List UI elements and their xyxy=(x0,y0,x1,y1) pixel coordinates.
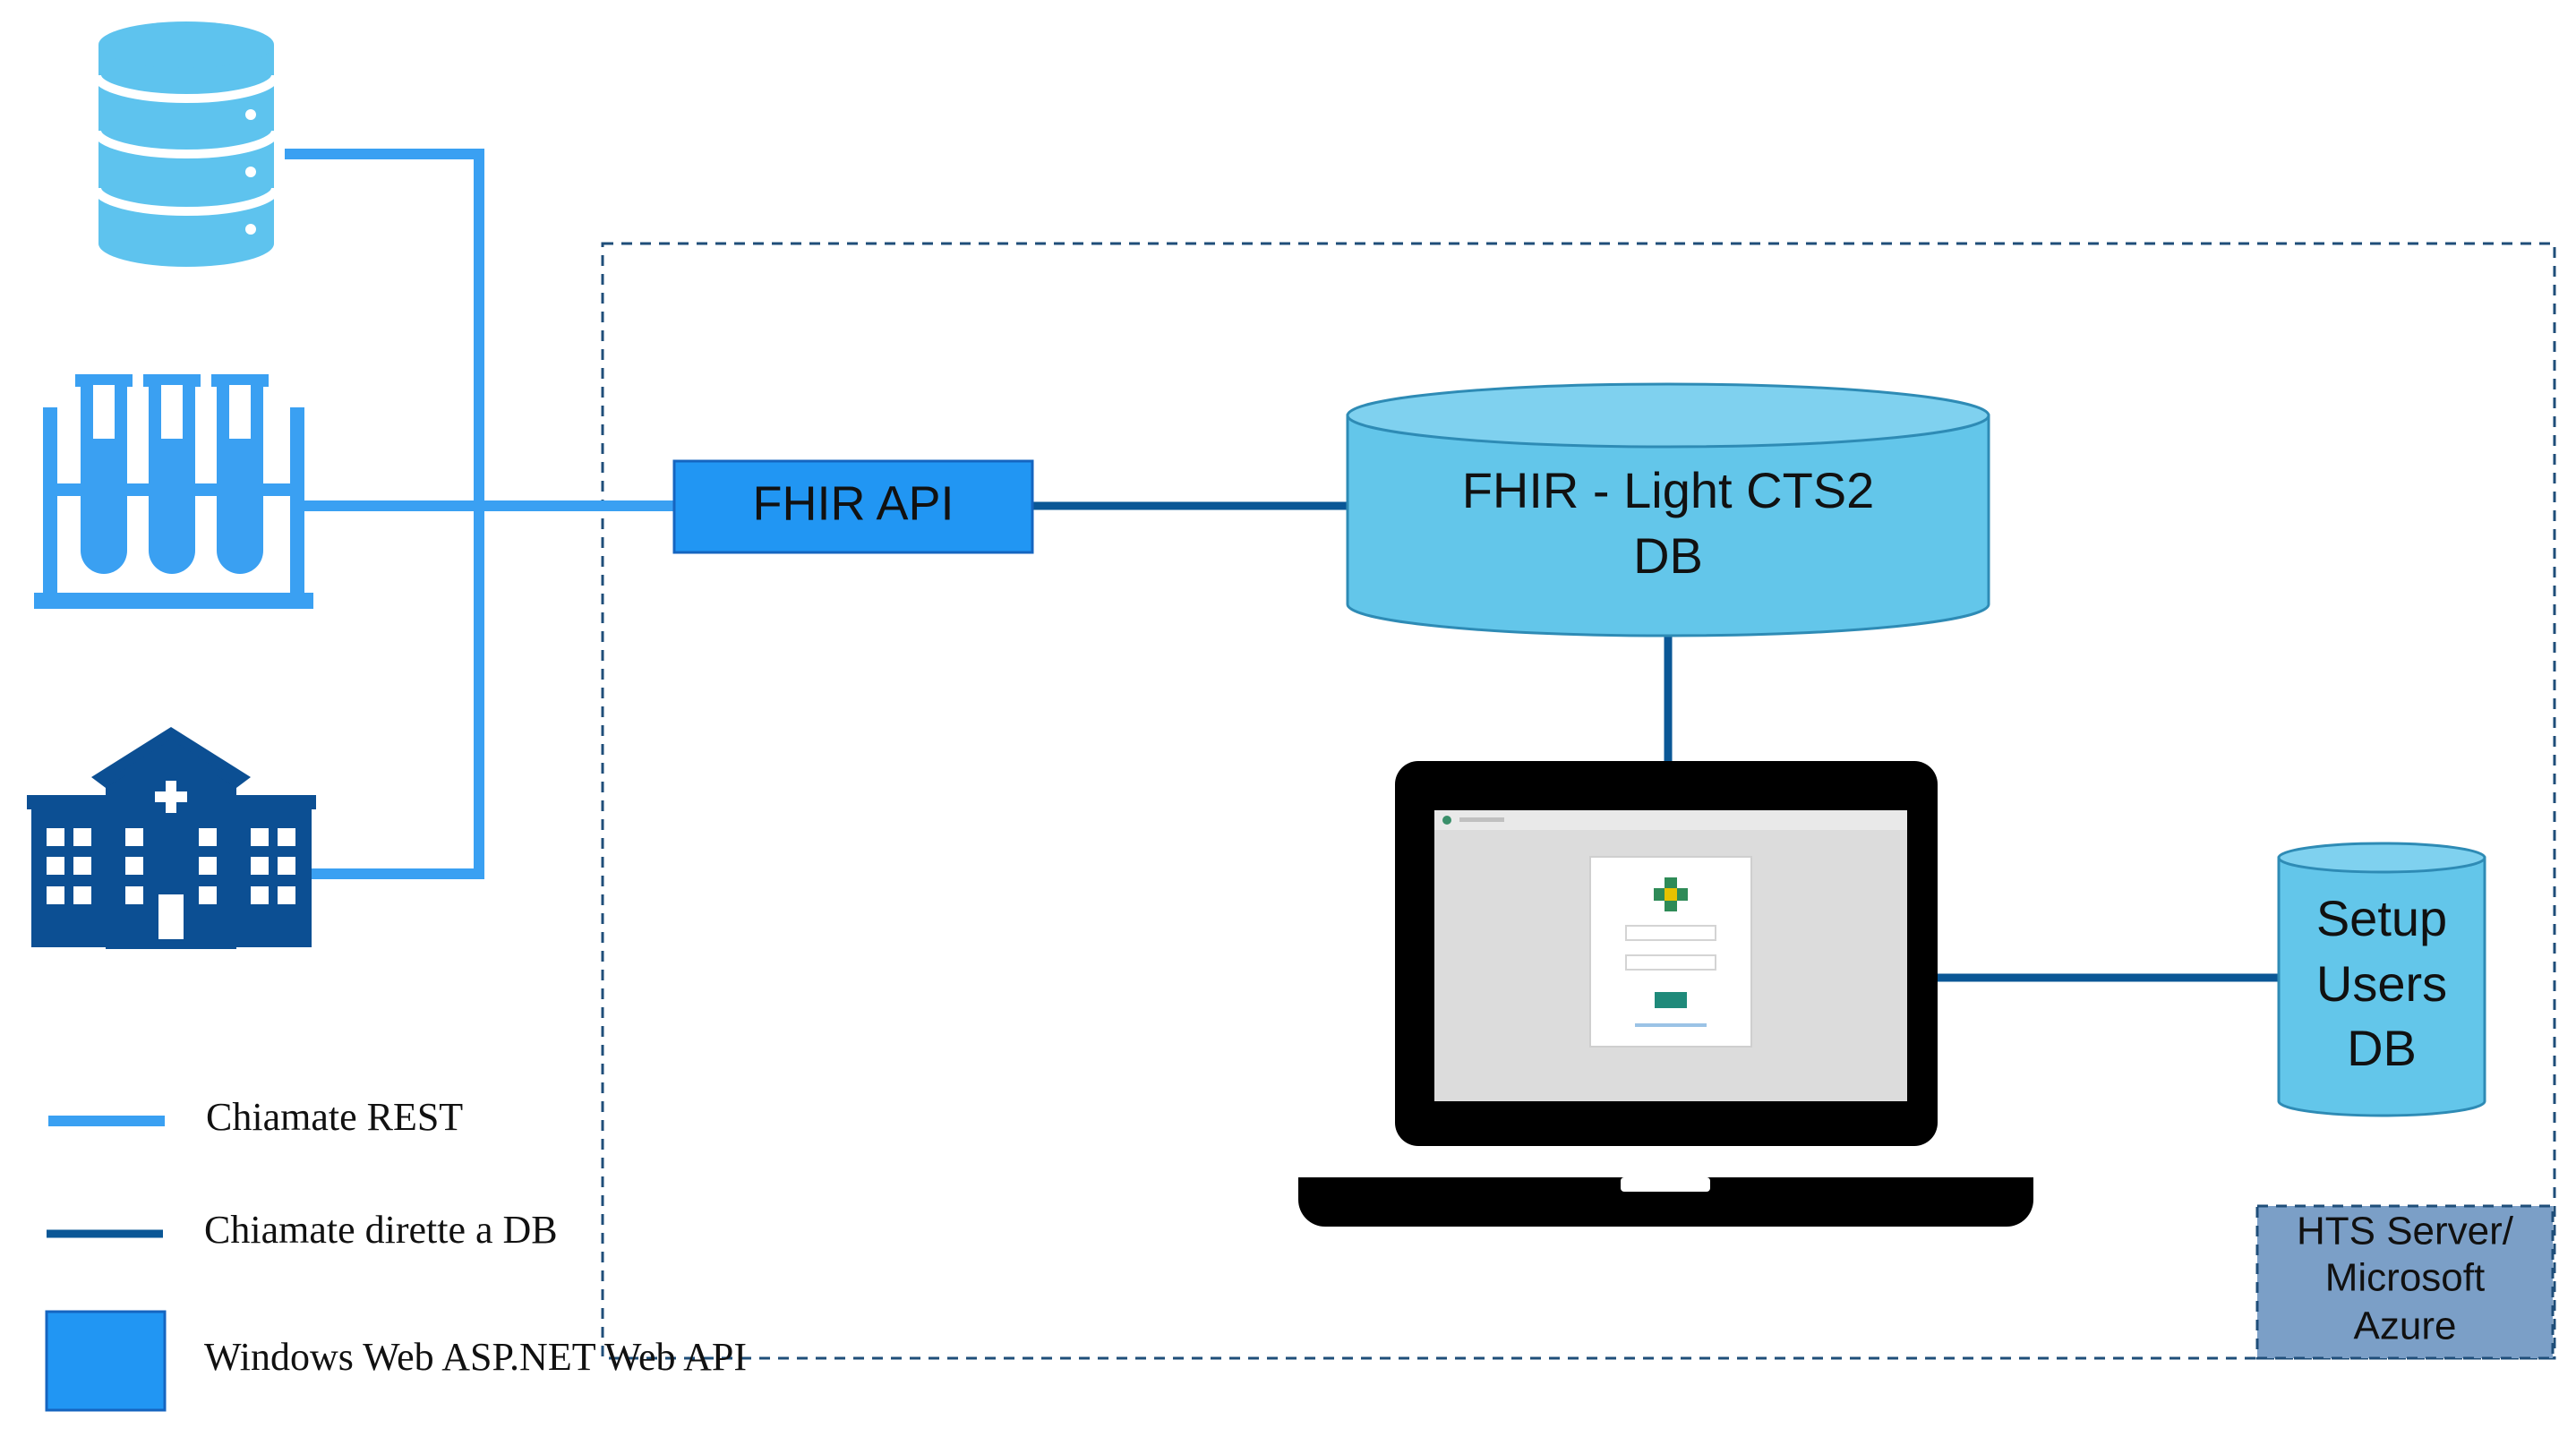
setup-db-label-line3: DB xyxy=(2347,1020,2417,1076)
rest-connectors xyxy=(285,149,680,879)
fhir-api-box: FHIR API xyxy=(672,459,1034,554)
hts-label-line2: Microsoft xyxy=(2325,1256,2485,1300)
legend-rest-label: Chiamate REST xyxy=(206,1095,463,1139)
fhir-db-label-line2: DB xyxy=(1633,527,1703,584)
setup-db-label-line1: Setup xyxy=(2316,890,2447,946)
legend-windows-label: Windows Web ASP.NET Web API xyxy=(204,1335,747,1379)
legend-windows-swatch xyxy=(45,1310,167,1412)
deployment-boundary xyxy=(601,242,2556,1360)
database-icon xyxy=(92,21,280,267)
hts-server-box: HTS Server/ Microsoft Azure xyxy=(2255,1204,2555,1360)
fhir-db-cylinder: FHIR - Light CTS2 DB xyxy=(1346,382,1990,637)
legend: Chiamate REST Chiamate dirette a DB Wind… xyxy=(45,1095,747,1412)
setup-users-db-cylinder: Setup Users DB xyxy=(2277,842,2486,1117)
hospital-icon xyxy=(27,727,316,949)
hts-label-line3: Azure xyxy=(2354,1304,2457,1348)
db-connectors xyxy=(1030,501,2281,982)
fhir-api-label: FHIR API xyxy=(752,476,954,530)
legend-db-label: Chiamate dirette a DB xyxy=(204,1208,558,1252)
fhir-db-label-line1: FHIR - Light CTS2 xyxy=(1462,462,1875,518)
laptop-icon xyxy=(1298,761,2033,1227)
login-card xyxy=(1589,856,1752,1048)
hts-label-line1: HTS Server/ xyxy=(2297,1210,2514,1253)
setup-db-label-line2: Users xyxy=(2316,955,2447,1012)
test-tubes-icon xyxy=(34,374,313,609)
